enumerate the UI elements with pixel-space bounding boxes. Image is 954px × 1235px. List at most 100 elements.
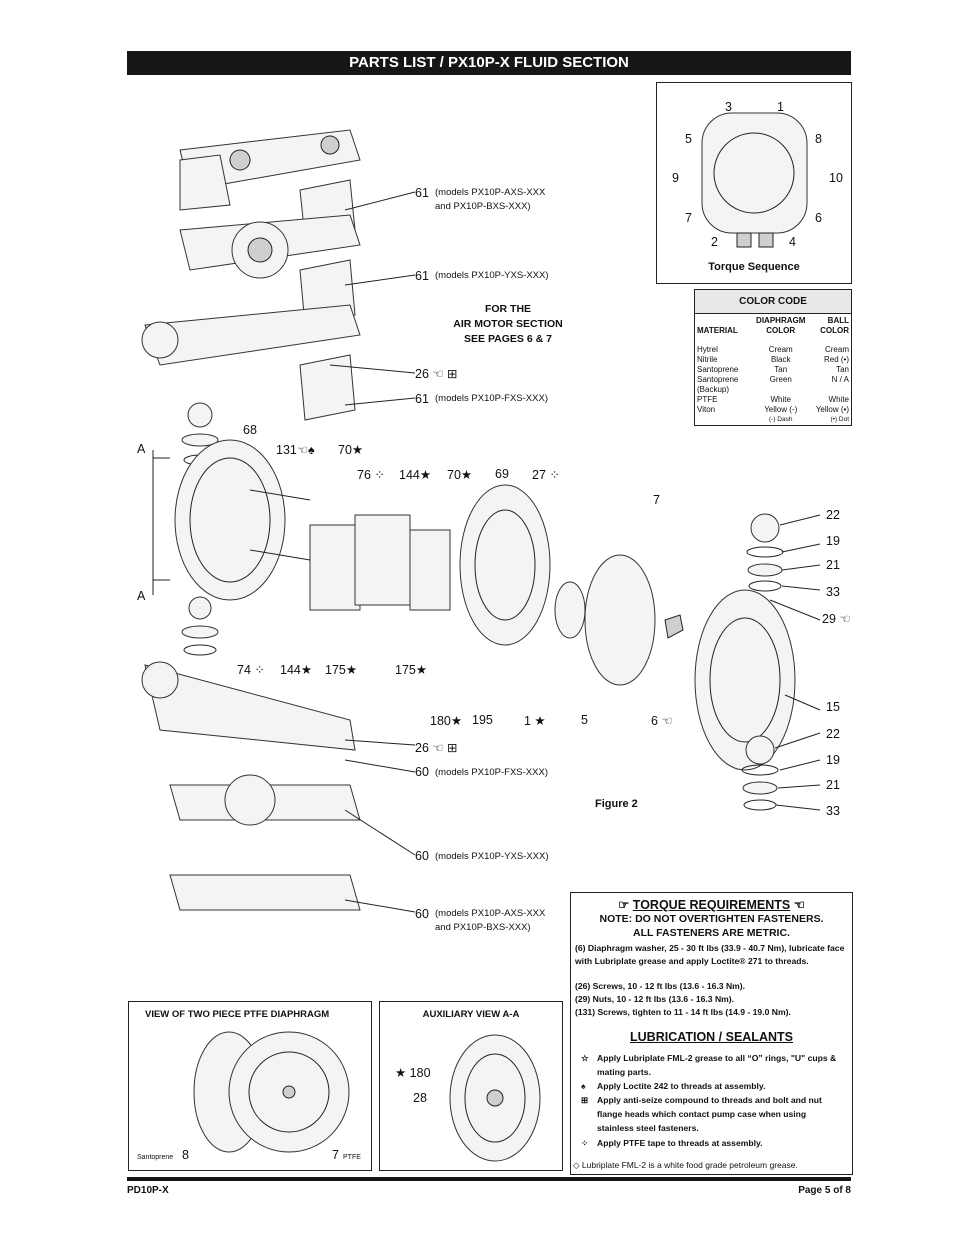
footer-page-number: Page 5 of 8	[798, 1185, 851, 1196]
air-motor-note-3: SEE PAGES 6 & 7	[464, 333, 552, 345]
callout-1: 1 ★	[524, 714, 546, 728]
color-code-title: COLOR CODE	[695, 290, 851, 314]
callout-69: 69	[495, 467, 509, 481]
auxiliary-view: AUXILIARY VIEW A-A ★ 180 28	[379, 1001, 563, 1171]
requirements-box: ☞ TORQUE REQUIREMENTS ☜ NOTE: DO NOT OVE…	[570, 892, 853, 1158]
callout-61a-text2: and PX10P-BXS-XXX)	[435, 201, 531, 212]
exploded-view-drawing	[141, 129, 821, 913]
callout-61c-text: (models PX10P-FXS-XXX)	[435, 393, 548, 404]
torque-num-1: 1	[777, 100, 784, 114]
section-a-upper: A	[137, 442, 146, 456]
torque-req-heading: ☞ TORQUE REQUIREMENTS ☜	[618, 898, 805, 912]
callout-60b: 60	[415, 849, 429, 863]
footer-rule	[127, 1177, 851, 1181]
callout-175b: 175★	[395, 663, 428, 677]
col-diaphragm-header: DIAPHRAGM COLOR	[756, 316, 806, 335]
ptfe-diaphragm-drawing	[193, 1031, 350, 1153]
spade-icon: ♠	[581, 1081, 586, 1091]
torque-sequence-caption: Torque Sequence	[708, 261, 800, 273]
callout-61b-text: (models PX10P-YXS-XXX)	[435, 270, 549, 281]
label-8: 8	[182, 1148, 189, 1162]
callout-22b: 22	[826, 727, 840, 741]
callout-26b: 26 ☜ ⊞	[415, 741, 458, 755]
note-dot: (•) Dot	[830, 416, 849, 423]
callout-74: 74 ⁘	[237, 663, 265, 677]
label-8-material: Santoprene	[137, 1154, 174, 1161]
star-outline-icon: ☆	[581, 1053, 589, 1063]
callout-68: 68	[243, 423, 257, 437]
air-motor-note-2: AIR MOTOR SECTION	[453, 318, 563, 330]
callout-144a: 144★	[399, 468, 432, 482]
torque-item: (6) Diaphragm washer, 25 - 30 ft lbs (33…	[575, 943, 845, 966]
torque-item: (29) Nuts, 10 - 12 ft lbs (13.6 - 16.3 N…	[575, 994, 735, 1004]
torque-num-8: 8	[815, 132, 822, 146]
color-code-box: COLOR CODE MATERIAL DIAPHRAGM COLOR BALL…	[694, 289, 852, 426]
aux-view-title: AUXILIARY VIEW A-A	[422, 1009, 520, 1020]
lub-item: ⁘ Apply PTFE tape to threads at assembly…	[581, 1138, 763, 1148]
callout-27: 27 ⁘	[532, 468, 560, 482]
callout-60a-text: (models PX10P-FXS-XXX)	[435, 767, 548, 778]
torque-note-1: NOTE: DO NOT OVERTIGHTEN FASTENERS.	[599, 913, 824, 925]
torque-num-4: 4	[789, 235, 796, 249]
figure-label: Figure 2	[595, 798, 638, 810]
footer-doc-id: PD10P-X	[127, 1185, 169, 1196]
manifold-top-3-drawing	[141, 304, 361, 421]
ptfe-diaphragm-view: VIEW OF TWO PIECE PTFE DIAPHRAGM Santopr…	[128, 1001, 372, 1171]
label-7: 7	[332, 1148, 339, 1162]
section-a-lower: A	[137, 589, 146, 603]
callout-60b-text: (models PX10P-YXS-XXX)	[435, 851, 549, 862]
torque-num-5: 5	[685, 132, 692, 146]
lubrication-footnote-box: ◇ Lubriplate FML-2 is a white food grade…	[570, 1156, 853, 1175]
page-title: PARTS LIST / PX10P-X FLUID SECTION	[127, 51, 851, 75]
auxiliary-view-drawing	[449, 1034, 541, 1162]
torque-num-3: 3	[725, 100, 732, 114]
color-code-table: MATERIAL DIAPHRAGM COLOR BALL COLOR Hytr…	[695, 316, 851, 425]
callout-26a: 26 ☜ ⊞	[415, 367, 458, 381]
callout-29: 29 ☜	[822, 612, 851, 626]
callout-70b: 70★	[447, 468, 473, 482]
pump-case-drawing	[701, 112, 808, 248]
torque-item: (26) Screws, 10 - 12 ft lbs (13.6 - 16.3…	[575, 981, 746, 991]
callout-76: 76 ⁘	[357, 468, 385, 482]
hand-pointer-icon: ☞	[618, 898, 630, 912]
torque-num-6: 6	[815, 211, 822, 225]
callout-15: 15	[826, 700, 840, 714]
grid-icon: ⊞	[581, 1095, 589, 1105]
col-material-header: MATERIAL	[697, 326, 738, 335]
torque-num-9: 9	[672, 171, 679, 185]
callout-70a: 70★	[338, 443, 364, 457]
col-ball-header: BALL COLOR	[820, 316, 849, 335]
callout-60c: 60	[415, 907, 429, 921]
lub-item: ♠ Apply Loctite 242 to threads at assemb…	[581, 1081, 766, 1091]
torque-num-7: 7	[685, 211, 692, 225]
torque-num-2: 2	[711, 235, 718, 249]
callout-180: 180★	[430, 714, 463, 728]
callout-21a: 21	[826, 558, 840, 572]
callout-7: 7	[653, 493, 660, 507]
callout-60c-text1: (models PX10P-AXS-XXX	[435, 908, 546, 919]
air-motor-note-1: FOR THE	[484, 303, 532, 315]
lubrication-footnote: ◇ Lubriplate FML-2 is a white food grade…	[573, 1160, 798, 1170]
callout-60c-text2: and PX10P-BXS-XXX)	[435, 922, 531, 933]
callout-175a: 175★	[325, 663, 358, 677]
callout-61b: 61	[415, 269, 429, 283]
callout-144b: 144★	[280, 663, 313, 677]
callout-19b: 19	[826, 753, 840, 767]
callout-195: 195	[472, 713, 493, 727]
callout-6: 6 ☜	[651, 714, 673, 728]
torque-note-2: ALL FASTENERS ARE METRIC.	[633, 927, 790, 939]
label-7-material: PTFE	[343, 1154, 361, 1161]
torque-sequence-box: 3 1 5 8 9 10 7 6 2 4 Torque Sequence	[656, 82, 852, 284]
aux-callout-28: 28	[413, 1091, 427, 1105]
note-dash: (-) Dash	[768, 416, 793, 423]
dots-icon: ⁘	[581, 1138, 589, 1148]
torque-num-10: 10	[829, 171, 843, 185]
lub-item: ☆ Apply Lubriplate FML-2 grease to all “…	[581, 1053, 837, 1077]
callout-60a: 60	[415, 765, 429, 779]
